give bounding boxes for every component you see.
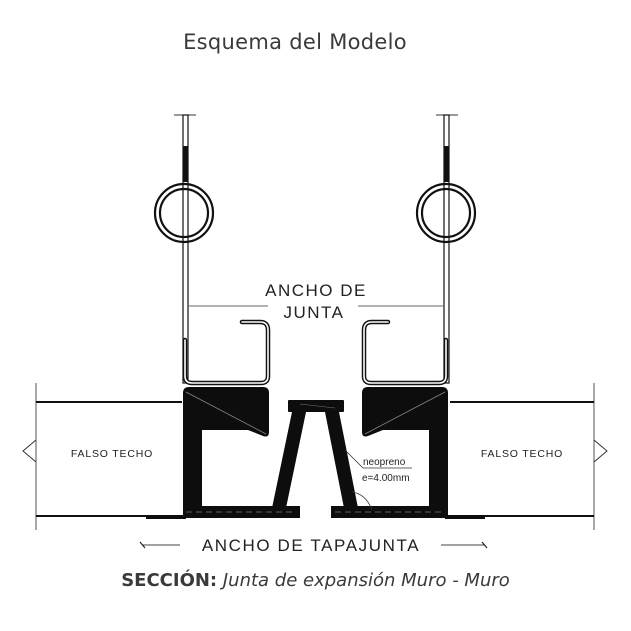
joint-width-dimension: ANCHO DE JUNTA <box>188 281 444 322</box>
left-false-ceiling: FALSO TECHO <box>22 383 182 530</box>
right-false-ceiling: FALSO TECHO <box>450 383 608 530</box>
neoprene-label: neopreno <box>363 457 406 468</box>
left-hook-profile <box>182 319 271 386</box>
caption-label: SECCIÓN: <box>121 570 218 591</box>
neoprene-insert <box>272 400 358 508</box>
right-ring-icon <box>415 182 477 244</box>
page-title: Esquema del Modelo <box>183 30 407 54</box>
neoprene-thickness-label: e=4.00mm <box>362 473 410 484</box>
caption-text: Junta de expansión Muro - Muro <box>222 570 510 591</box>
neoprene-callout: neopreno e=4.00mm <box>344 449 412 511</box>
joint-width-label-2: JUNTA <box>283 303 344 322</box>
cover-width-label: ANCHO DE TAPAJUNTA <box>202 536 420 555</box>
cover-width-dimension: ANCHO DE TAPAJUNTA <box>139 536 488 555</box>
left-ceiling-label: FALSO TECHO <box>71 448 153 460</box>
right-cover-profile <box>331 387 485 519</box>
section-caption: SECCIÓN: Junta de expansión Muro - Muro <box>0 570 631 591</box>
right-hook-profile <box>361 319 449 386</box>
right-hanger-rod <box>436 114 458 384</box>
joint-width-label-1: ANCHO DE <box>265 281 367 300</box>
right-ceiling-label: FALSO TECHO <box>481 448 563 460</box>
left-cover-profile <box>146 387 300 519</box>
left-ring-icon <box>153 182 215 244</box>
